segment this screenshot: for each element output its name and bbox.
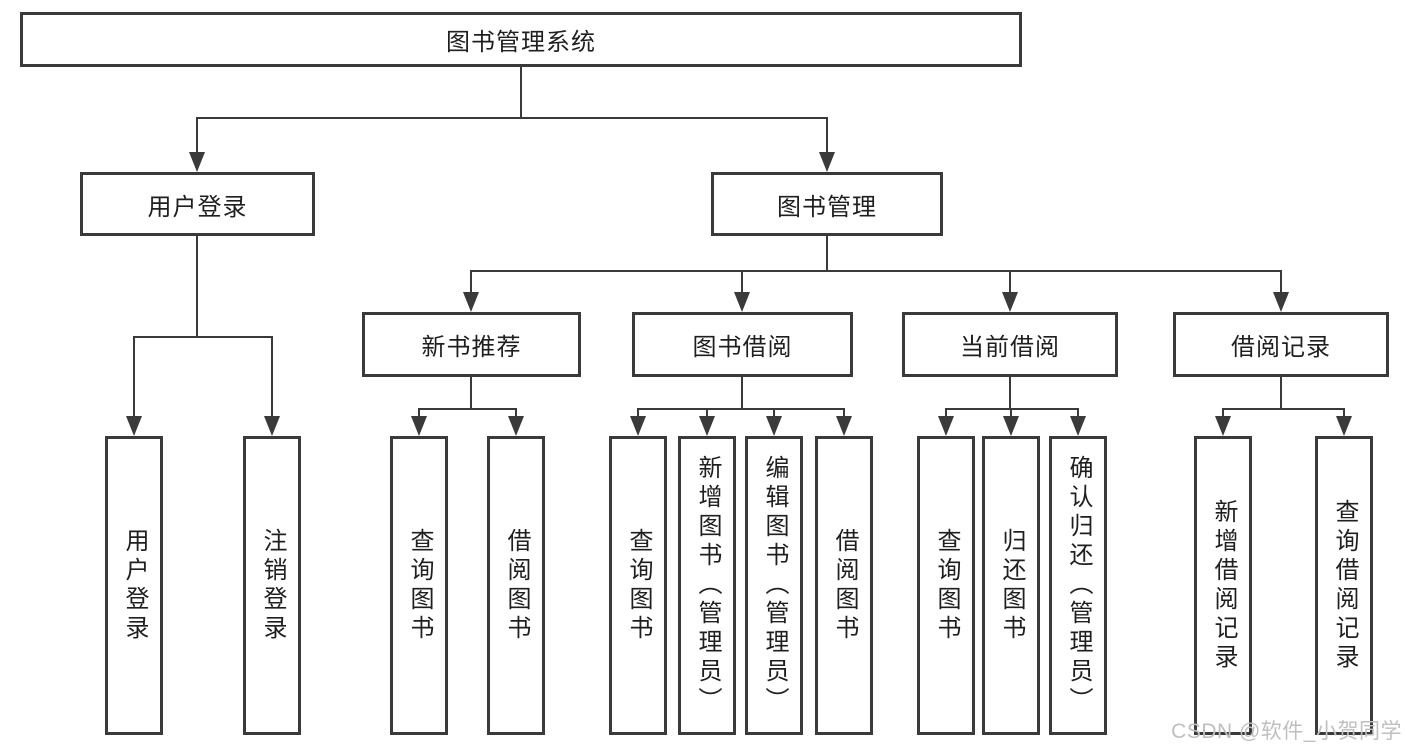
leaf-user-login: 用户登录: [105, 436, 163, 735]
node-user-login: 用户登录: [80, 172, 315, 236]
arrowhead-down-icon: [1336, 416, 1352, 436]
connector-line: [1009, 377, 1011, 408]
arrowhead-down-icon: [189, 152, 205, 172]
leaf-add-book-admin: 新增图书（管理员）: [678, 436, 736, 735]
connector-line: [133, 336, 135, 417]
connector-line: [418, 408, 517, 410]
arrowhead-down-icon: [264, 416, 280, 436]
arrowhead-down-icon: [1070, 416, 1086, 436]
connector-line: [637, 408, 845, 410]
leaf-edit-book-admin: 编辑图书（管理员）: [745, 436, 803, 735]
csdn-watermark: CSDN @软件_小贺同学: [1171, 720, 1402, 743]
arrowhead-down-icon: [836, 416, 852, 436]
node-label: 新增借阅记录: [1210, 498, 1237, 673]
connector-line: [741, 270, 743, 293]
arrowhead-down-icon: [463, 292, 479, 312]
connector-line: [826, 117, 828, 153]
connector-line: [470, 377, 472, 408]
leaf-logout: 注销登录: [243, 436, 301, 735]
arrowhead-down-icon: [1273, 292, 1289, 312]
node-new-book-recommend: 新书推荐: [362, 312, 581, 377]
connector-line: [826, 236, 828, 270]
node-label: 注销登录: [259, 527, 286, 644]
node-label: 借阅记录: [1231, 334, 1331, 361]
node-book-management: 图书管理: [711, 172, 943, 236]
connector-line: [1222, 408, 1345, 410]
leaf-confirm-return-admin: 确认归还（管理员）: [1049, 436, 1107, 735]
node-label: 当前借阅: [960, 334, 1060, 361]
arrowhead-down-icon: [734, 292, 750, 312]
connector-line: [637, 408, 639, 417]
connector-line: [1280, 377, 1282, 408]
connector-line: [945, 408, 1079, 410]
connector-line: [418, 408, 420, 417]
connector-line: [133, 336, 273, 338]
arrowhead-down-icon: [126, 416, 142, 436]
connector-line: [1009, 270, 1011, 293]
connector-line: [843, 408, 845, 417]
arrowhead-down-icon: [1003, 416, 1019, 436]
node-label: 用户登录: [147, 193, 248, 221]
arrowhead-down-icon: [699, 416, 715, 436]
connector-line: [773, 408, 775, 417]
leaf-query-book-current: 查询图书: [917, 436, 975, 735]
arrowhead-down-icon: [411, 416, 427, 436]
node-label: 归还图书: [998, 527, 1025, 644]
connector-line: [520, 67, 522, 117]
node-label: 查询图书: [625, 527, 652, 644]
node-label: 借阅图书: [503, 527, 530, 644]
node-label: 图书管理系统: [446, 29, 596, 56]
node-current-borrowing: 当前借阅: [902, 312, 1118, 377]
arrowhead-down-icon: [1215, 416, 1231, 436]
arrowhead-down-icon: [508, 416, 524, 436]
arrowhead-down-icon: [938, 416, 954, 436]
connector-line: [706, 408, 708, 417]
connector-line: [741, 377, 743, 408]
connector-line: [470, 270, 472, 293]
connector-line: [1280, 270, 1282, 293]
node-label: 查询图书: [933, 527, 960, 644]
connector-line: [1010, 408, 1012, 417]
node-label: 查询图书: [406, 527, 433, 644]
node-label: 查询借阅记录: [1331, 498, 1358, 673]
arrowhead-down-icon: [819, 152, 835, 172]
connector-line: [271, 336, 273, 417]
leaf-query-borrow-record: 查询借阅记录: [1315, 436, 1373, 735]
node-label: 编辑图书（管理员）: [761, 455, 788, 716]
connector-line: [515, 408, 517, 417]
node-label: 图书管理: [777, 193, 877, 221]
connector-line: [196, 236, 198, 336]
node-label: 用户登录: [121, 527, 148, 644]
leaf-borrow-book: 借阅图书: [815, 436, 873, 735]
arrowhead-down-icon: [630, 416, 646, 436]
node-label: 新增图书（管理员）: [694, 455, 721, 716]
node-label: 新书推荐: [421, 334, 522, 361]
leaf-borrow-book-recommend: 借阅图书: [487, 436, 545, 735]
connector-line: [196, 117, 828, 119]
connector-line: [1343, 408, 1345, 417]
connector-line: [1222, 408, 1224, 417]
leaf-return-book: 归还图书: [982, 436, 1040, 735]
node-label: 借阅图书: [831, 527, 858, 644]
node-label: 图书借阅: [692, 334, 793, 361]
node-label: 确认归还（管理员）: [1065, 455, 1092, 716]
node-book-borrowing: 图书借阅: [632, 312, 853, 377]
leaf-query-book-recommend: 查询图书: [390, 436, 448, 735]
connector-line: [470, 270, 1282, 272]
arrowhead-down-icon: [766, 416, 782, 436]
arrowhead-down-icon: [1002, 292, 1018, 312]
leaf-query-book-borrowing: 查询图书: [609, 436, 667, 735]
node-root: 图书管理系统: [20, 12, 1022, 67]
connector-line: [196, 117, 198, 153]
connector-line: [945, 408, 947, 417]
leaf-add-borrow-record: 新增借阅记录: [1194, 436, 1252, 735]
connector-line: [1077, 408, 1079, 417]
node-borrow-records: 借阅记录: [1173, 312, 1389, 377]
